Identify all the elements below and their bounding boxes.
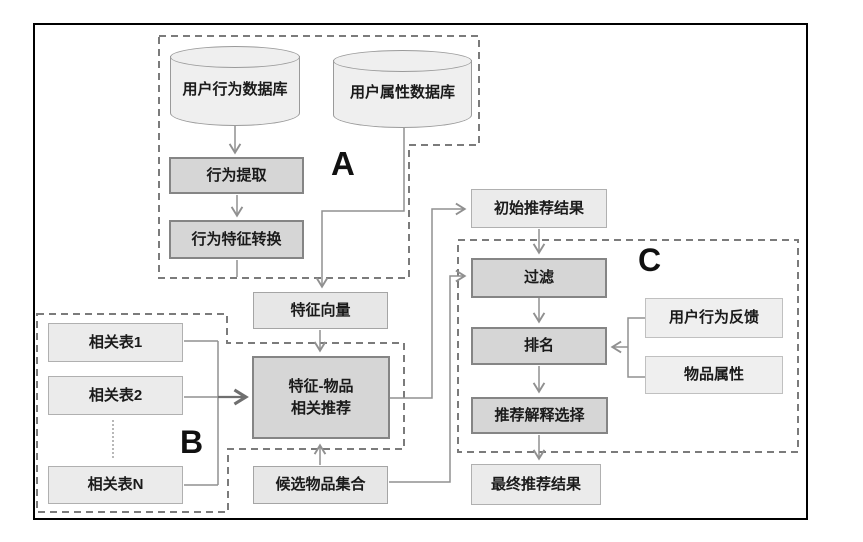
- node-user-behavior-feedback-label: 用户行为反馈: [668, 309, 759, 327]
- node-behavior-feature-transform-label: 行为特征转换: [191, 230, 282, 248]
- node-feature-vector: 特征向量: [253, 292, 388, 329]
- node-behavior-feature-transform: 行为特征转换: [169, 220, 304, 259]
- edge-feedback-itemattr-bus: [627, 317, 645, 378]
- node-initial-result: 初始推荐结果: [471, 189, 607, 228]
- node-final-result-label: 最终推荐结果: [490, 475, 581, 493]
- region-c-outline: [457, 239, 799, 453]
- node-user-behavior-feedback: 用户行为反馈: [645, 298, 783, 338]
- node-related-table-1-label: 相关表1: [88, 333, 143, 351]
- node-behavior-extract: 行为提取: [169, 157, 304, 194]
- cylinder-top: [170, 46, 300, 68]
- node-rank-label: 排名: [523, 337, 554, 355]
- edge-candidate-to-filter: [389, 269, 467, 483]
- database-user-behavior-label: 用户行为数据库: [182, 81, 288, 99]
- node-final-result: 最终推荐结果: [471, 464, 601, 505]
- region-b-outline: [36, 313, 405, 513]
- database-user-attribute-label: 用户属性数据库: [349, 84, 455, 102]
- node-candidate-item-set: 候选物品集合: [253, 466, 388, 504]
- node-feature-item-recommend-line1: 特征-物品: [288, 377, 354, 395]
- edge-dbattribute-to-featurevector: [315, 128, 405, 289]
- database-user-behavior: 用户行为数据库: [170, 46, 300, 126]
- node-candidate-item-set-label: 候选物品集合: [275, 476, 366, 494]
- edge-featureitem-to-initial: [390, 202, 467, 399]
- node-feature-item-recommend-line2: 相关推荐: [290, 399, 351, 417]
- node-explain-select-label: 推荐解释选择: [494, 406, 585, 424]
- cylinder-top: [333, 50, 472, 72]
- node-related-table-2-label: 相关表2: [88, 386, 143, 404]
- node-filter: 过滤: [471, 258, 607, 298]
- node-rank: 排名: [471, 327, 607, 365]
- ellipsis-dots: [112, 420, 114, 458]
- region-a-outline: [158, 35, 480, 279]
- node-feature-vector-label: 特征向量: [290, 301, 351, 319]
- node-item-attribute-label: 物品属性: [683, 366, 744, 384]
- node-related-table-n-label: 相关表N: [87, 476, 144, 494]
- node-explain-select: 推荐解释选择: [471, 397, 608, 434]
- database-user-attribute: 用户属性数据库: [333, 50, 472, 128]
- node-initial-result-label: 初始推荐结果: [493, 199, 584, 217]
- section-label-a: A: [331, 145, 355, 182]
- section-label-c: C: [638, 242, 662, 278]
- node-related-table-n: 相关表N: [48, 466, 183, 504]
- section-label-b: B: [180, 424, 204, 460]
- node-item-attribute: 物品属性: [645, 356, 783, 394]
- node-behavior-extract-label: 行为提取: [206, 166, 267, 184]
- node-related-table-2: 相关表2: [48, 376, 183, 415]
- node-related-table-1: 相关表1: [48, 323, 183, 362]
- node-filter-label: 过滤: [523, 269, 554, 287]
- node-feature-item-recommend: 特征-物品 相关推荐: [252, 356, 390, 439]
